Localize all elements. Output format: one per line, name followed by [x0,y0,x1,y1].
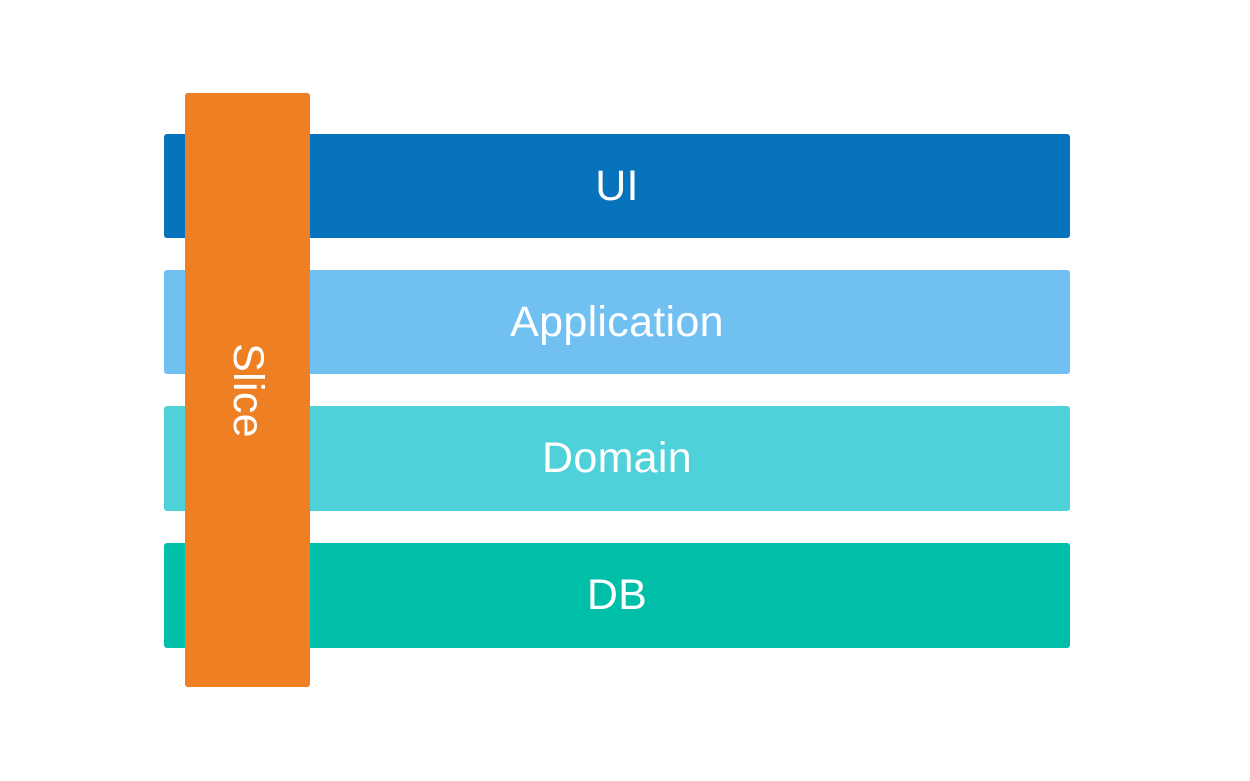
layer-label-ui: UI [595,161,639,210]
layer-bar-db[interactable]: DB [164,543,1070,648]
vertical-slice-bar[interactable]: Slice [185,93,310,687]
layer-label-db: DB [586,571,648,619]
layer-label-application: Application [510,297,724,346]
layer-bar-ui[interactable]: UI [164,134,1070,238]
vertical-slice-label: Slice [223,342,272,438]
layer-bar-domain[interactable]: Domain [164,406,1070,511]
layer-bar-application[interactable]: Application [164,270,1070,374]
layer-label-domain: Domain [542,434,692,482]
